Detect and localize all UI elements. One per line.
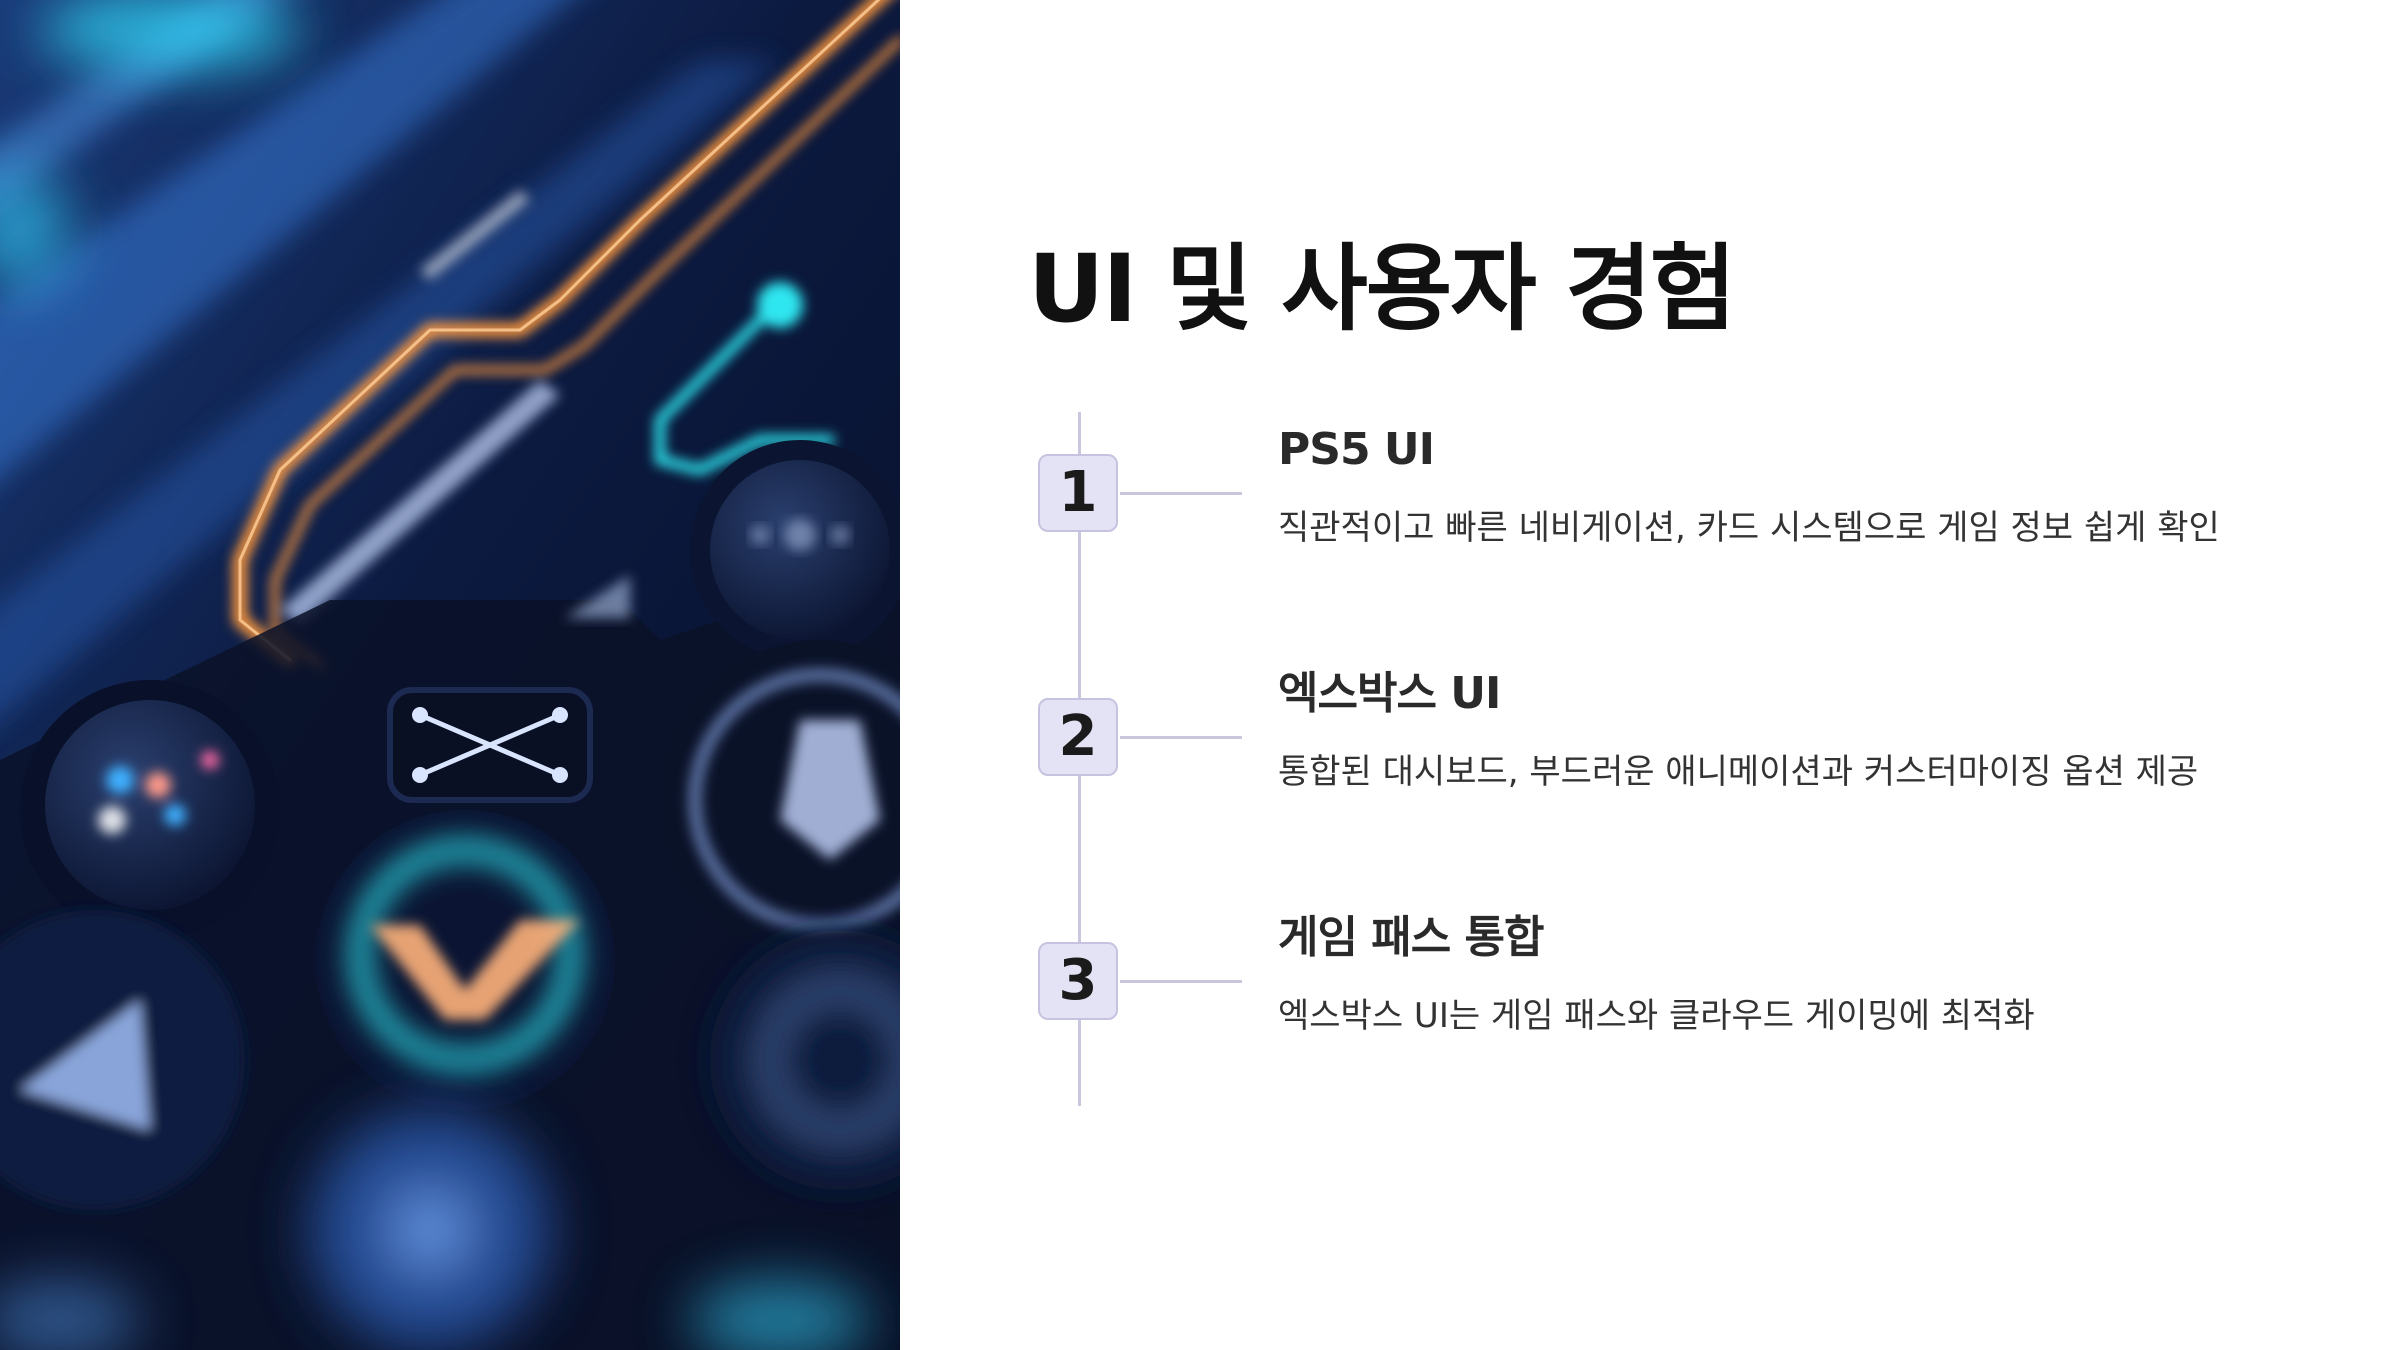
step-title: 게임 패스 통합 bbox=[1278, 912, 1545, 963]
step-title: 엑스박스 UI bbox=[1278, 668, 1501, 719]
timeline-step-2: 2 엑스박스 UI 통합된 대시보드, 부드러운 애니메이션과 커스터마이징 옵… bbox=[900, 660, 2400, 820]
step-connector bbox=[1120, 980, 1242, 983]
step-number-badge: 1 bbox=[1038, 454, 1118, 532]
content-panel: UI 및 사용자 경험 1 PS5 UI 직관적이고 빠른 네비게이션, 카드 … bbox=[900, 0, 2400, 1350]
timeline-step-1: 1 PS5 UI 직관적이고 빠른 네비게이션, 카드 시스템으로 게임 정보 … bbox=[900, 416, 2400, 576]
step-connector bbox=[1120, 492, 1242, 495]
controller-closeup-image bbox=[0, 0, 900, 1350]
page-title: UI 및 사용자 경험 bbox=[1028, 235, 1736, 344]
step-title: PS5 UI bbox=[1278, 424, 1435, 475]
timeline-step-3: 3 게임 패스 통합 엑스박스 UI는 게임 패스와 클라우드 게이밍에 최적화 bbox=[900, 904, 2400, 1064]
step-connector bbox=[1120, 736, 1242, 739]
step-description: 직관적이고 빠른 네비게이션, 카드 시스템으로 게임 정보 쉽게 확인 bbox=[1278, 508, 2220, 548]
step-description: 통합된 대시보드, 부드러운 애니메이션과 커스터마이징 옵션 제공 bbox=[1278, 752, 2199, 792]
step-number-badge: 2 bbox=[1038, 698, 1118, 776]
step-description: 엑스박스 UI는 게임 패스와 클라우드 게이밍에 최적화 bbox=[1278, 996, 2035, 1036]
step-number-badge: 3 bbox=[1038, 942, 1118, 1020]
controller-illustration bbox=[0, 0, 900, 1350]
